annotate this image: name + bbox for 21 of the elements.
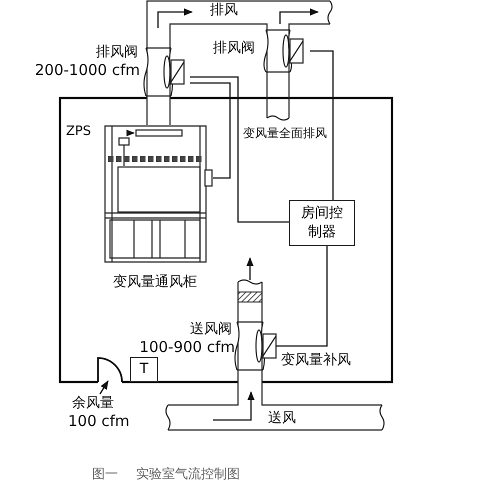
airflow-value: 100 cfm bbox=[68, 413, 130, 430]
duct-label: 送风 bbox=[268, 410, 296, 427]
control-wire bbox=[276, 246, 328, 347]
control-wire bbox=[190, 82, 231, 179]
damper-label: 排风阀 bbox=[96, 44, 138, 61]
duct-label: 变风量全面排风 bbox=[243, 125, 327, 142]
hood-label: 变风量通风柜 bbox=[113, 274, 197, 291]
thermostat-box: T bbox=[130, 357, 158, 382]
controller-box: 房间控制器 bbox=[289, 200, 355, 246]
damper-label: 送风阀 bbox=[190, 321, 232, 338]
figure-caption: 图一 实验室气流控制图 bbox=[92, 466, 240, 483]
leader-arrow bbox=[99, 380, 109, 394]
flow-range-label: 100-900 cfm bbox=[139, 339, 235, 356]
control-wire bbox=[310, 50, 334, 200]
sensor-label: ZPS bbox=[66, 123, 91, 140]
airflow-label: 余风量 bbox=[72, 395, 114, 412]
duct-label: 排风 bbox=[210, 2, 238, 19]
damper-caption: 变风量补风 bbox=[281, 352, 351, 369]
flow-range-label: 200-1000 cfm bbox=[34, 62, 140, 79]
control-wire bbox=[190, 76, 289, 223]
damper-label: 排风阀 bbox=[213, 40, 255, 57]
